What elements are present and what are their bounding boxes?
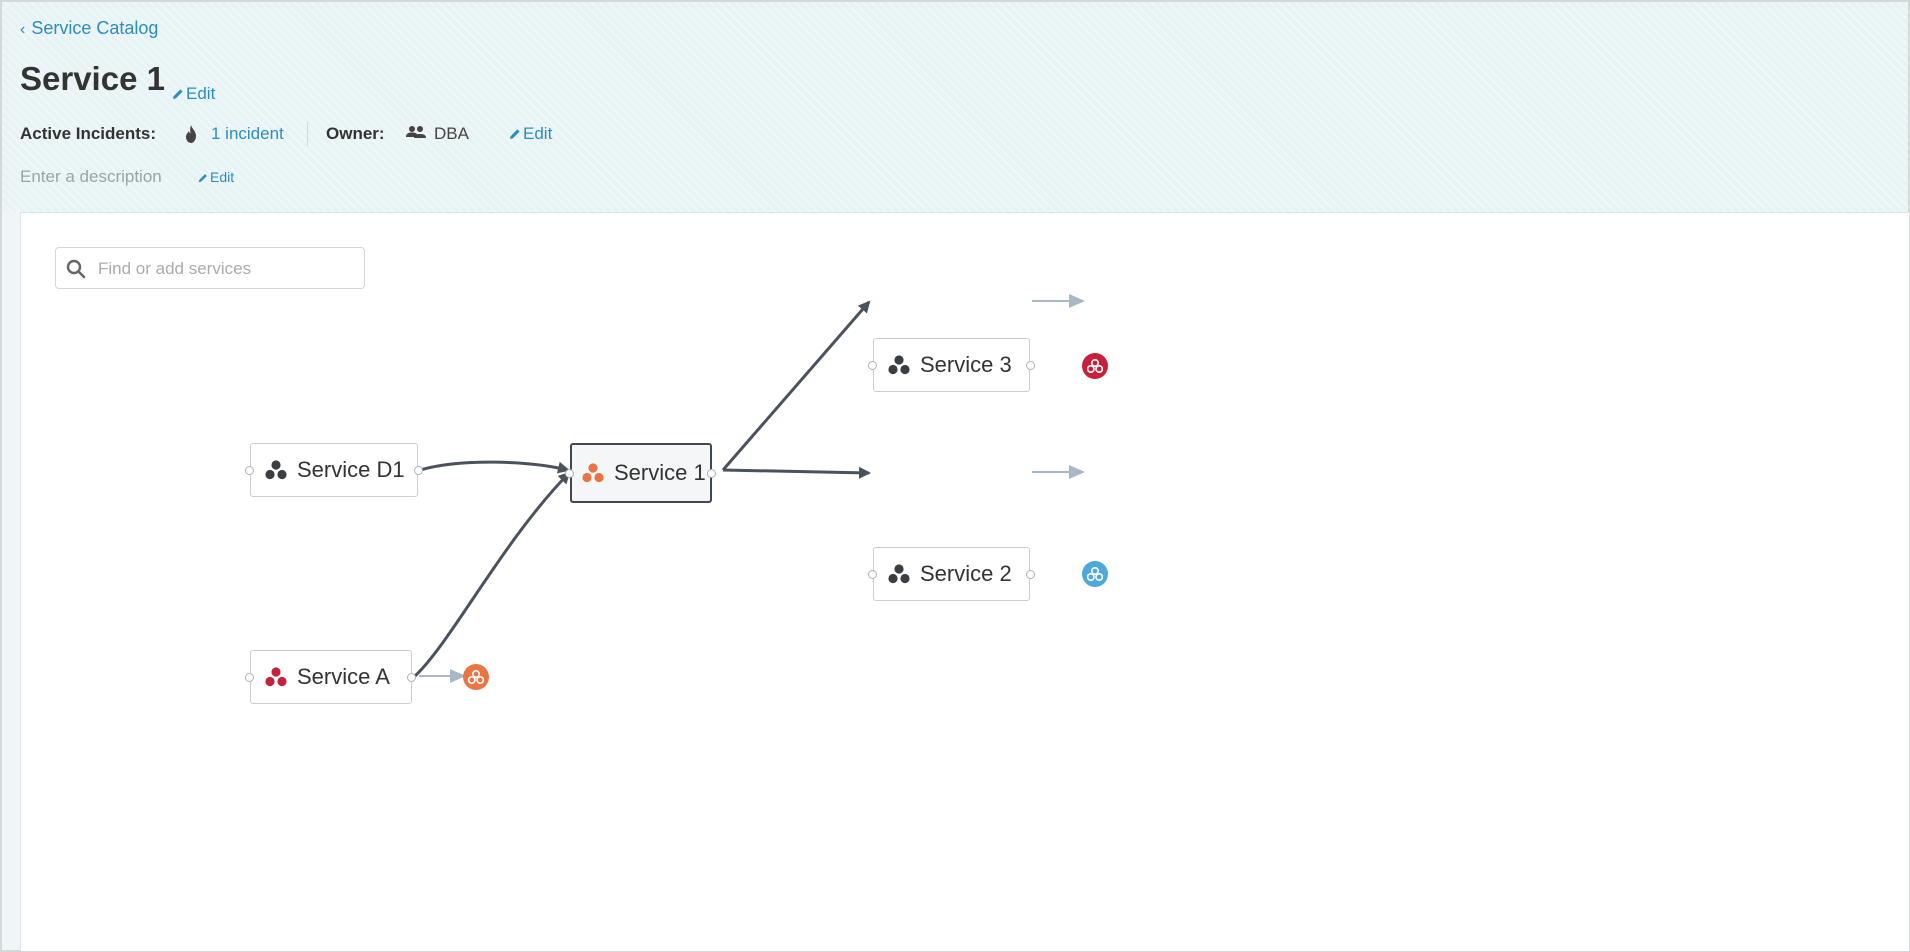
service-cluster-icon	[888, 355, 910, 375]
node-output-port[interactable]	[1026, 361, 1035, 370]
service-node-label: Service 3	[920, 352, 1012, 377]
service-node-service-a[interactable]: Service A	[250, 650, 412, 704]
service-search-box[interactable]	[55, 247, 365, 290]
meta-divider	[307, 122, 308, 146]
node-input-port[interactable]	[565, 469, 574, 478]
node-output-port[interactable]	[414, 466, 423, 475]
team-badge-service-3[interactable]	[1082, 353, 1108, 379]
dependency-edges	[412, 294, 1085, 683]
service-cluster-icon	[265, 667, 287, 687]
chevron-left-icon: ‹	[20, 21, 26, 38]
service-node-service-2[interactable]: Service 2	[873, 547, 1030, 601]
service-cluster-icon	[888, 564, 910, 584]
back-link-label: Service Catalog	[31, 18, 159, 38]
node-input-port[interactable]	[245, 466, 254, 475]
back-to-service-catalog-link[interactable]: ‹ Service Catalog	[20, 18, 158, 39]
service-node-service-1[interactable]: Service 1	[570, 443, 712, 503]
team-icon	[468, 670, 484, 684]
edit-owner-label: Edit	[523, 124, 553, 143]
service-node-label: Service 2	[920, 561, 1012, 586]
node-output-port[interactable]	[707, 469, 716, 478]
node-input-port[interactable]	[868, 361, 877, 370]
service-header: ‹ Service Catalog Service 1 Edit Active I…	[2, 2, 1908, 212]
service-node-label: Service A	[297, 664, 390, 689]
edit-description-button[interactable]: Edit	[198, 169, 234, 185]
edge-service-a-to-service-1	[412, 471, 571, 679]
page-title: Service 1	[20, 60, 165, 97]
service-node-label: Service D1	[297, 457, 405, 482]
node-input-port[interactable]	[245, 673, 254, 682]
edit-title-label: Edit	[186, 84, 216, 103]
service-cluster-icon	[582, 463, 604, 483]
pencil-icon	[198, 174, 207, 183]
pencil-icon	[510, 129, 520, 139]
search-icon	[66, 259, 86, 279]
team-badge-service-2[interactable]	[1082, 561, 1108, 587]
pencil-icon	[173, 89, 183, 99]
service-node-service-3[interactable]: Service 3	[873, 338, 1030, 392]
edit-owner-button[interactable]: Edit	[509, 124, 552, 144]
fire-icon	[186, 125, 196, 143]
search-input[interactable]	[96, 248, 360, 290]
description-placeholder[interactable]: Enter a description	[20, 167, 162, 186]
node-input-port[interactable]	[868, 570, 877, 579]
edit-title-button[interactable]: Edit	[172, 84, 215, 104]
owner-value: DBA	[434, 124, 469, 143]
team-badge-service-a[interactable]	[463, 664, 489, 690]
active-incidents-link[interactable]: 1 incident	[211, 124, 284, 143]
service-node-label: Service 1	[614, 460, 706, 485]
edit-description-label: Edit	[210, 169, 235, 185]
service-cluster-icon	[265, 460, 287, 480]
users-icon	[406, 126, 426, 138]
edge-service-1-to-service-2	[722, 466, 871, 479]
service-node-service-d1[interactable]: Service D1	[250, 443, 418, 497]
owner-label: Owner:	[326, 124, 385, 143]
edge-service-d1-to-service-1	[419, 460, 570, 474]
service-graph-canvas[interactable]: Service D1 Service A Service 1	[20, 212, 1909, 951]
node-output-port[interactable]	[407, 673, 416, 682]
team-icon	[1087, 567, 1103, 581]
node-output-port[interactable]	[1026, 570, 1035, 579]
active-incidents-label: Active Incidents:	[20, 124, 157, 143]
edge-service-1-to-service-3	[721, 300, 871, 471]
team-icon	[1087, 359, 1103, 373]
